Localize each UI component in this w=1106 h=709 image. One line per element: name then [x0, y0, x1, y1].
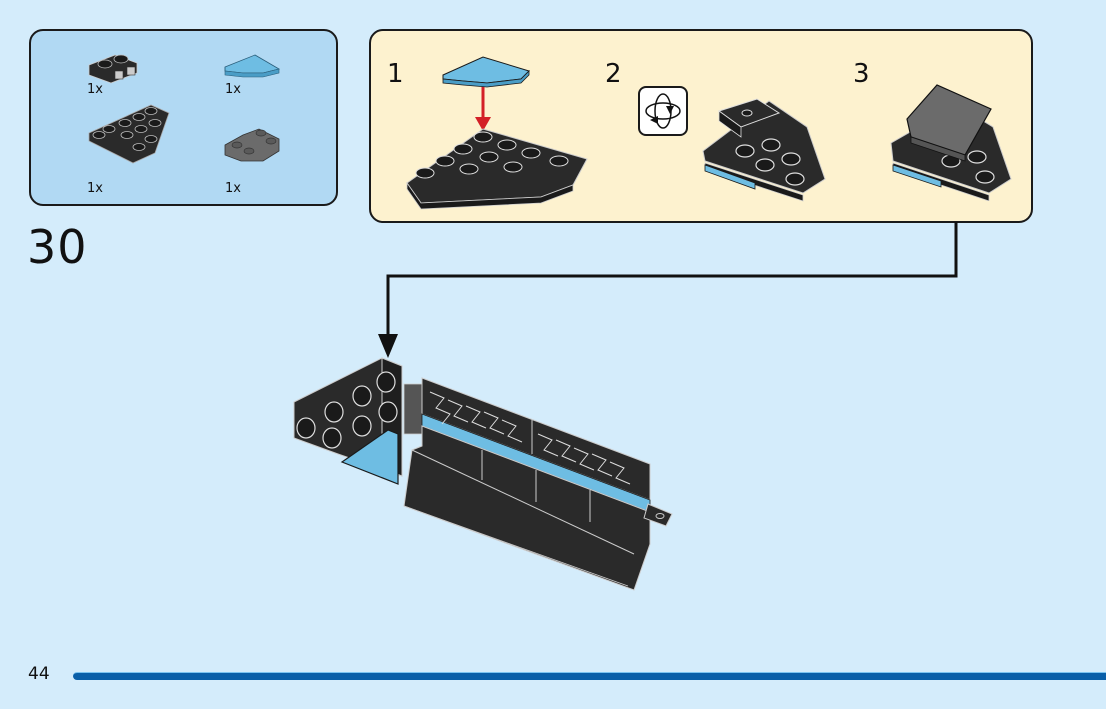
part-item-wedge-tile: 1x — [223, 49, 343, 119]
main-model-illustration — [293, 357, 673, 591]
rotate-arrows-icon — [645, 93, 681, 129]
substep-number-3: 3 — [853, 59, 870, 89]
substep-number-1: 1 — [387, 59, 404, 89]
wedge-plate-icon — [88, 104, 170, 164]
part-qty: 1x — [87, 82, 103, 97]
part-item-clip-plate: 1x — [85, 49, 205, 119]
page-number: 44 — [28, 664, 50, 684]
part-qty: 1x — [225, 82, 241, 97]
inverted-slope-icon — [224, 128, 280, 162]
substep-2-illustration — [702, 98, 826, 202]
parts-list-box: 1x 1x 1x — [29, 29, 338, 206]
rotate-model-icon — [638, 86, 688, 136]
substep-3-illustration — [890, 84, 1012, 201]
part-item-inverted-slope: 1x — [223, 121, 343, 196]
arrow-down-icon — [378, 334, 398, 358]
substep-1-illustration — [406, 56, 588, 210]
assembly-arrow — [378, 222, 958, 358]
part-item-wedge-plate: 1x — [85, 103, 205, 196]
step-number: 30 — [27, 220, 88, 274]
part-qty: 1x — [87, 181, 103, 196]
footer-bar — [73, 672, 1106, 680]
wedge-tile-icon — [224, 54, 281, 78]
sub-assembly-box: 1 2 3 — [369, 29, 1033, 223]
part-qty: 1x — [225, 181, 241, 196]
substep-number-2: 2 — [605, 59, 622, 89]
clip-plate-icon — [88, 54, 138, 84]
